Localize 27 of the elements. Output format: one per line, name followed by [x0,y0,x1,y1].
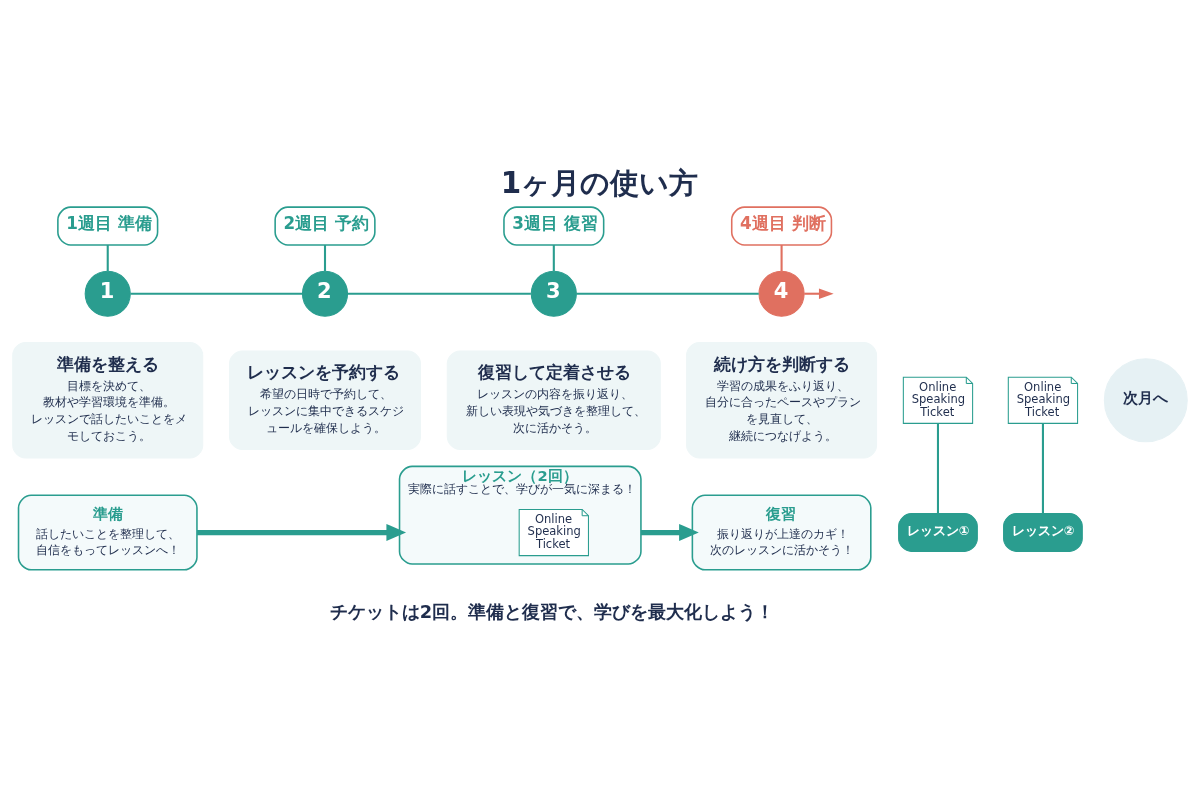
node-box: 3週目 復習 [503,206,605,246]
connector [936,423,940,514]
node-box: 4週目 判断 [730,206,833,246]
connector [130,292,303,295]
caption: チケットは2回。準備と復習で、学びを最大化しよう！ [329,601,775,623]
connector [347,292,531,295]
connector [1041,423,1044,514]
node-circle: 2 [301,270,349,317]
node-circle: 3 [530,270,577,317]
connector [323,245,327,272]
node-circle: 1 [84,270,131,317]
arrow [640,523,699,542]
connector [552,245,555,272]
node-box: レッスン① [898,513,978,552]
diagram-title: 1ヶ月の使い方 [500,165,699,200]
node-box: 準備 話したいことを整理して、自信をもってレッスンへ！ [17,494,198,571]
connector [106,245,109,272]
node-box: 1週目 準備 [57,206,159,246]
node-box: 2週目 予約 [274,206,376,246]
connector [576,292,759,295]
node-box: レッスン② [1003,513,1083,552]
node-box: 復習 振り返りが上達のカギ！次のレッスンに活かそう！ [691,494,872,571]
connector [780,245,783,272]
arrow [804,288,834,299]
arrow [197,523,407,542]
node-circle: 4 [758,270,805,317]
node-circle: 次月へ [1103,358,1188,443]
